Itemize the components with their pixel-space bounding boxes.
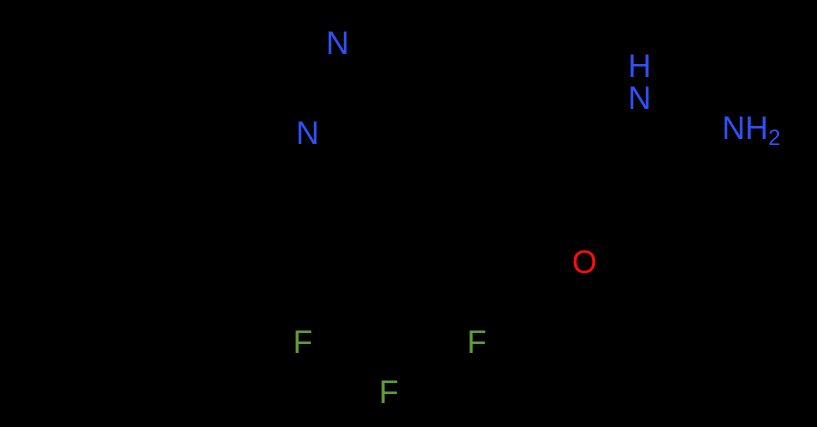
hydrazide-nh-hydrogen: H [628, 48, 652, 84]
hydrazide-nh-nitrogen: N [628, 80, 652, 116]
fluorine-atom-right: F [467, 324, 487, 360]
amine-nh2-label: NH [722, 110, 769, 146]
nitrogen-atom-ring: N [296, 115, 320, 151]
amine-nh2-group: NH2 [722, 112, 780, 149]
fluorine-atom-left: F [293, 324, 313, 360]
oxygen-atom: O [572, 244, 597, 280]
fluorine-atom-bottom: F [379, 374, 399, 410]
nitrogen-atom-top: N [326, 25, 350, 61]
amine-nh2-subscript: 2 [768, 125, 781, 150]
